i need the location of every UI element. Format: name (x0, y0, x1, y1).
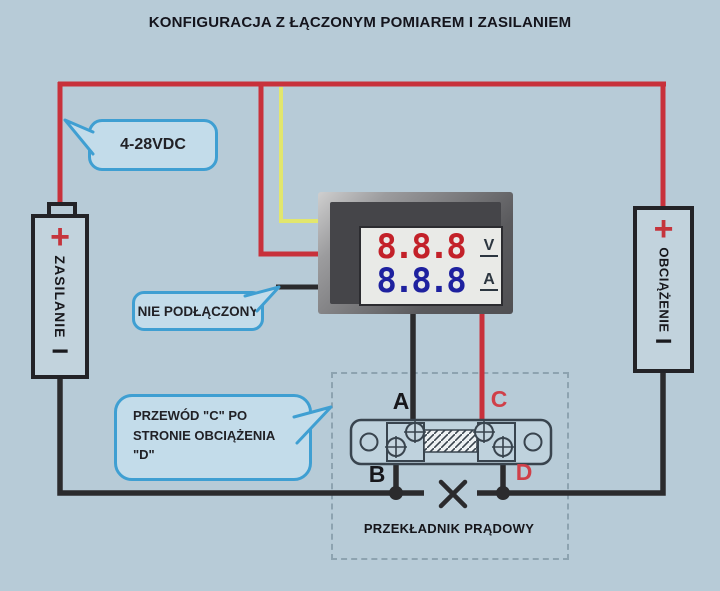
terminal-label-a: A (392, 388, 410, 414)
source-plus-sign: + (50, 218, 70, 256)
wire-yellow-to-meter (279, 87, 322, 223)
amps-readout: 8.8.8 (376, 261, 466, 301)
volts-unit-label: V (480, 237, 498, 257)
terminal-label-c: C (490, 386, 508, 412)
meter-display: 8.8.8 V 8.8.8 A (359, 226, 503, 306)
load-minus-sign: − (654, 325, 673, 358)
source-minus-sign: − (51, 335, 69, 368)
not-connected-callout: NIE PODŁĄCZONY (132, 291, 264, 331)
not-connected-text: NIE PODŁĄCZONY (137, 303, 259, 319)
diagram-title: KONFIGURACJA Z ŁĄCZONYM POMIAREM I ZASIL… (148, 14, 572, 31)
load-label: OBCIĄŻENIE (656, 246, 671, 333)
wire-note-line1: PRZEWÓD "C" PO (133, 408, 248, 423)
wire-note-callout: PRZEWÓD "C" PO STRONIE OBCIĄŻENIA "D" (114, 394, 312, 481)
wire-note-line3: "D" (133, 447, 155, 462)
load-box: + OBCIĄŻENIE − (633, 206, 694, 373)
terminal-label-d: D (515, 459, 533, 485)
supply-voltage-text: 4-28VDC (120, 136, 186, 153)
power-source-box: + ZASILANIE − (31, 214, 89, 379)
shunt-caption: PRZEKŁADNIK PRĄDOWY (363, 521, 535, 536)
supply-voltage-callout: 4-28VDC (88, 119, 218, 171)
wire-note-line2: STRONIE OBCIĄŻENIA (133, 427, 276, 443)
terminal-label-b: B (368, 461, 386, 487)
panel-meter: 8.8.8 V 8.8.8 A (318, 192, 513, 314)
source-label: ZASILANIE (52, 255, 68, 338)
amps-unit-label: A (480, 271, 498, 291)
volts-readout: 8.8.8 (376, 227, 466, 267)
wire-red-to-meter (258, 84, 322, 257)
load-plus-sign: + (653, 210, 674, 248)
meter-bezel: 8.8.8 V 8.8.8 A (330, 202, 503, 306)
